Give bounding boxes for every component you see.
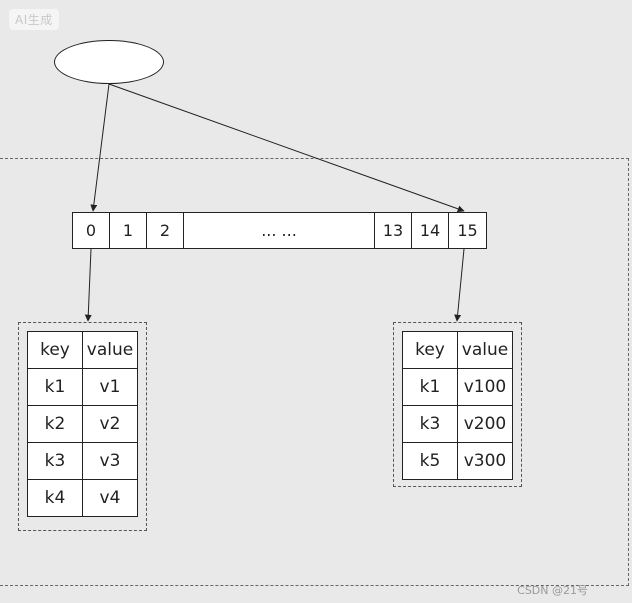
table-cell: v2: [82, 405, 138, 443]
table-row: k1 v1: [27, 368, 138, 406]
bucket-2: 2: [147, 213, 184, 248]
table-row: k5 v300: [402, 442, 513, 480]
table-cell: k4: [27, 479, 83, 517]
table-cell: v300: [457, 442, 513, 480]
bucket-ellipsis: ... ...: [184, 213, 375, 248]
table-header-key: key: [27, 331, 83, 369]
table-cell: v3: [82, 442, 138, 480]
table-cell: v4: [82, 479, 138, 517]
table-cell: k1: [402, 368, 458, 406]
table-row: k2 v2: [27, 405, 138, 443]
bucket-1: 1: [110, 213, 147, 248]
hashmap-container: [0, 158, 629, 586]
table-row: k4 v4: [27, 479, 138, 517]
ai-generated-badge: AI生成: [9, 9, 59, 30]
table-header-key: key: [402, 331, 458, 369]
left-entry-group: [18, 322, 147, 531]
right-entry-table: key value k1 v100 k3 v200 k5 v300: [402, 331, 513, 480]
bucket-15: 15: [449, 213, 486, 248]
arrow-bucket-0-to-left-group: [84, 248, 92, 322]
bucket-13: 13: [375, 213, 412, 248]
table-cell: v100: [457, 368, 513, 406]
bucket-array: 0 1 2 ... ... 13 14 15: [72, 212, 487, 249]
table-cell: v200: [457, 405, 513, 443]
bucket-14: 14: [412, 213, 449, 248]
watermark: CSDN @21号: [517, 584, 588, 597]
table-cell: k3: [27, 442, 83, 480]
table-row: k3 v200: [402, 405, 513, 443]
table-row: key value: [27, 331, 138, 369]
table-cell: k1: [27, 368, 83, 406]
arrow-bucket-15-to-right-group: [454, 248, 465, 322]
arrow-to-bucket-15: [108, 83, 465, 213]
table-cell: k5: [402, 442, 458, 480]
arrow-to-bucket-0: [90, 83, 110, 212]
bucket-0: 0: [73, 213, 110, 248]
table-cell: v1: [82, 368, 138, 406]
table-row: k1 v100: [402, 368, 513, 406]
right-entry-group: [393, 322, 522, 487]
table-header-value: value: [82, 331, 138, 369]
map-reference-node: [54, 40, 164, 84]
table-cell: k3: [402, 405, 458, 443]
table-row: k3 v3: [27, 442, 138, 480]
left-entry-table: key value k1 v1 k2 v2 k3 v3 k4 v4: [27, 331, 138, 517]
